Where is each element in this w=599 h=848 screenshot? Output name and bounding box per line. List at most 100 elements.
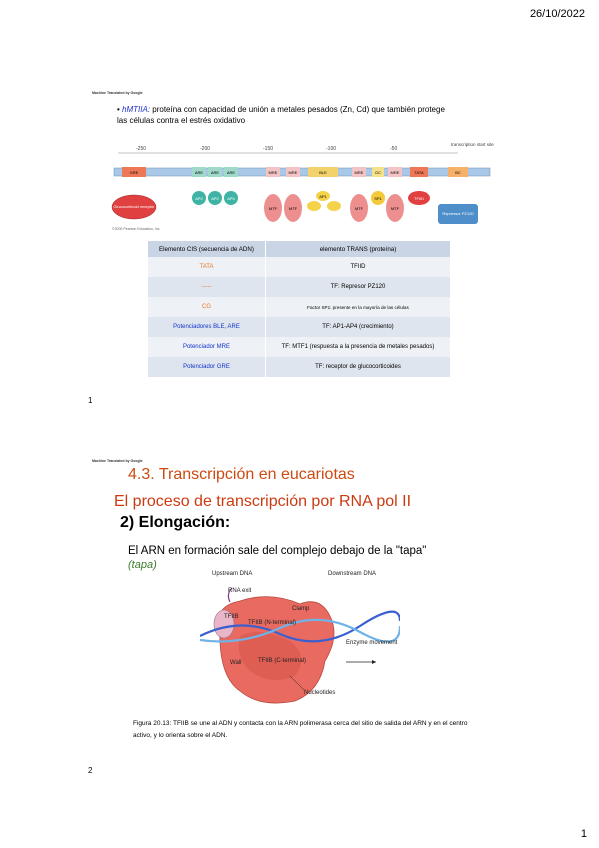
slide-number-1: 1	[88, 396, 93, 405]
label-enzyme-movement: Enzyme movement	[346, 640, 398, 646]
box-mre-2	[286, 167, 300, 177]
mtf-label-1: MTF	[269, 206, 278, 211]
trans-cell-sp1: Factor SP1: presente en la mayoría de la…	[265, 297, 452, 317]
glucocorticoid-receptor	[111, 194, 157, 220]
box-mre-1	[266, 167, 280, 177]
label-tfiib-n: TFIIB (N-terminal)	[248, 620, 296, 626]
enzyme-arrow-head	[372, 660, 376, 664]
mtf-label-3: MTF	[355, 206, 364, 211]
nucleotides-pointer	[289, 675, 305, 691]
bullet-text: proteína con capacidad de unión a metale…	[117, 105, 445, 125]
box-are-3-label: ARE	[227, 170, 236, 175]
dna-strand-1	[200, 610, 400, 643]
ap4-protein	[224, 191, 238, 205]
box-tata-label: TATA	[414, 170, 424, 175]
dna-bar	[113, 167, 491, 177]
label-tfiib-d: TFIIB	[224, 614, 239, 620]
machine-translated-note-2: Machine Translated by Google	[92, 459, 143, 463]
box-are-1-label: ARE	[195, 170, 204, 175]
slide2-body-italic: (tapa)	[128, 559, 157, 571]
box-ble-label: BLE	[319, 170, 327, 175]
cis-cell-mre: Potenciador MRE	[148, 337, 266, 357]
box-are-3	[224, 167, 238, 177]
header-date: 26/10/2022	[529, 8, 585, 20]
trans-cell-ap: TF: AP1-AP4 (crecimiento)	[265, 317, 452, 337]
ap2-label-2: AP2	[211, 196, 219, 201]
ap2-protein-2	[208, 191, 222, 205]
ap-protein-a	[307, 201, 321, 211]
box-are-2-label: ARE	[211, 170, 220, 175]
label-upstream: Upstream DNA	[212, 571, 252, 577]
mtf-label-4: MTF	[391, 206, 400, 211]
trans-cell-repressor: TF: Represor PZ120	[265, 277, 452, 297]
box-gre	[122, 167, 146, 177]
sp1-label: SP1	[374, 196, 382, 201]
mtf-protein-4	[386, 194, 404, 222]
diagram-copyright: ©2000 Pearson Education, Inc.	[112, 227, 161, 231]
trans-cell-mtf1: TF: MTF1 (respuesta a la presencia de me…	[265, 337, 452, 357]
box-mre-4-label: MRE	[391, 170, 400, 175]
dna-strand-2	[200, 618, 400, 643]
box-mre-2-label: MRE	[289, 170, 298, 175]
box-gc-label: GC	[375, 170, 381, 175]
tick-150: -150	[263, 146, 273, 152]
start-site-label: transcription start site	[451, 142, 494, 147]
box-mre-4	[388, 167, 402, 177]
receptor-label: Glucocorticoid receptor	[113, 204, 155, 209]
mtf-protein-2	[284, 194, 302, 222]
header-cis: Elemento CIS (secuencia de ADN)	[148, 241, 266, 257]
machine-translated-note: Machine Translated by Google	[92, 91, 143, 95]
ap4-label: AP4	[227, 196, 235, 201]
figure-caption: Figura 20.13: TFIIB se une al ADN y cont…	[133, 720, 468, 739]
trans-cell-gr: TF: receptor de glucocorticoides	[265, 357, 452, 377]
box-mre-1-label: MRE	[269, 170, 278, 175]
mtf-protein-1	[264, 194, 282, 222]
repressor-pz120	[438, 204, 478, 224]
cis-trans-table: Elemento CIS (secuencia de ADN) elemento…	[148, 241, 452, 377]
label-tfiib-c: TFIIB (C-terminal)	[258, 658, 306, 664]
promoter-diagram: -250 -200 -150 -100 -50 transcription st…	[111, 142, 494, 231]
ap1-label: AP1	[319, 194, 327, 199]
box-tata	[410, 167, 428, 177]
ap2-label-1: AP2	[195, 196, 203, 201]
tick-200: -200	[200, 146, 210, 152]
slide2-body: El ARN en formación sale del complejo de…	[128, 545, 427, 557]
box-gc	[372, 167, 384, 177]
box-mre-3-label: MRE	[355, 170, 364, 175]
tick-100: -100	[326, 146, 336, 152]
rna-strand	[227, 587, 233, 603]
ap-protein-b	[327, 201, 341, 211]
label-wall: Wall	[230, 660, 241, 666]
box-are-1	[192, 167, 206, 177]
cis-cell-ble-are: Potenciadores BLE, ARE	[148, 317, 266, 337]
cis-cell-cg: CG	[148, 297, 266, 317]
header-trans: elemento TRANS (proteína)	[265, 241, 452, 257]
trans-cell-tfiid: TFIID	[265, 257, 452, 277]
box-mre-3	[352, 167, 366, 177]
slide2-subheading: El proceso de transcripción por RNA pol …	[114, 493, 412, 510]
slide2-section: 2) Elongación:	[120, 514, 231, 531]
box-gre-label: GRE	[130, 170, 139, 175]
tfiid-protein	[408, 191, 430, 205]
tfiid-label: TFIID	[414, 196, 424, 201]
label-clamp: Clamp	[292, 606, 310, 612]
cis-cell-tata: TATA	[148, 257, 266, 277]
ap2-protein-1	[192, 191, 206, 205]
mtf-label-2: MTF	[289, 206, 298, 211]
slide-number-2: 2	[88, 766, 93, 775]
polymerase-inner	[238, 632, 302, 680]
ruler: -250 -200 -150 -100 -50 transcription st…	[118, 142, 494, 154]
cis-cell-dash: -----	[148, 277, 266, 297]
bullet-term: hMTIIA:	[122, 105, 151, 114]
box-bc	[448, 167, 468, 177]
mtf-protein-3	[350, 194, 368, 222]
page-number: 1	[580, 828, 587, 840]
label-rna-exit: RNA exit	[228, 588, 252, 594]
repressor-label: Repressor PZ120	[442, 211, 474, 216]
tick-50: -50	[390, 146, 397, 152]
box-bc-label: BC	[455, 170, 461, 175]
bullet-hmtiia: • hMTIIA: proteína con capacidad de unió…	[117, 105, 445, 125]
tfiib-domain	[213, 609, 235, 639]
box-ble	[308, 167, 338, 177]
slide2-heading: 4.3. Transcripción en eucariotas	[128, 466, 355, 483]
